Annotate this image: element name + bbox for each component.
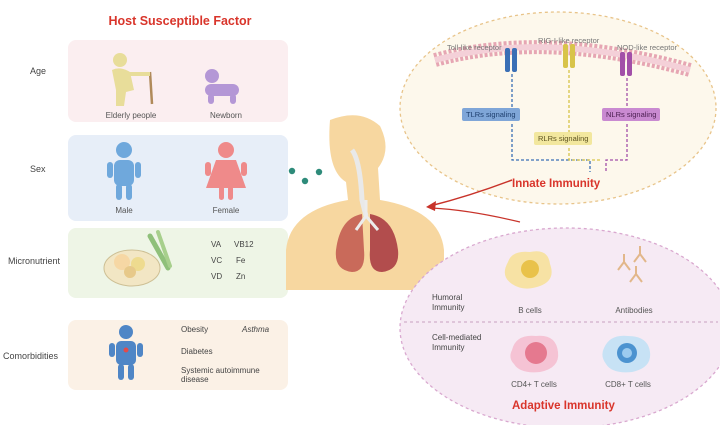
nutrient-fe: Fe	[236, 256, 246, 265]
elderly-person-icon	[112, 53, 154, 106]
rlr-signaling-box: RLRs signaling	[534, 132, 593, 145]
cd8-t-cell-icon	[602, 335, 651, 373]
comorbidity-asthma: Asthma	[242, 325, 270, 334]
caption-male: Male	[115, 206, 133, 215]
caption-cd8-t-cells: CD8+ T cells	[605, 380, 651, 389]
label-rig-i-like-receptor: RIG-I-like receptor	[538, 36, 600, 45]
caption-cd4-t-cells: CD4+ T cells	[511, 380, 557, 389]
nutrient-vd: VD	[211, 272, 223, 281]
innate-immunity-title: Innate Immunity	[512, 178, 601, 190]
nutrient-vc: VC	[211, 256, 223, 265]
adaptive-arrow	[431, 207, 521, 223]
food-basket-icon	[103, 230, 172, 287]
virus-particles	[288, 167, 323, 185]
adaptive-immunity-title: Adaptive Immunity	[512, 400, 615, 412]
cell-membrane	[433, 40, 692, 77]
nod-like-receptor-icon	[620, 52, 632, 76]
adaptive-immunity-region	[399, 227, 720, 425]
comorbidity-diabetes: Diabetes	[181, 347, 213, 356]
comorbidity-person-icon	[109, 325, 143, 380]
signaling-paths	[511, 70, 628, 172]
caption-b-cells: B cells	[518, 306, 542, 315]
sex-panel	[68, 135, 288, 221]
innate-arrow-head	[426, 201, 436, 211]
female-icon	[205, 142, 247, 200]
caption-elderly: Elderly people	[105, 111, 157, 120]
row-label-micronutrient: Micronutrient	[8, 256, 61, 266]
innate-arrow	[429, 179, 513, 207]
cell-mediated-immunity-label: Cell-mediated Immunity	[432, 333, 482, 352]
male-icon	[107, 142, 141, 200]
caption-antibodies: Antibodies	[615, 306, 653, 315]
tlr-signaling-box: TLRs signaling	[462, 108, 520, 121]
nlr-signaling-box: NLRs signaling	[602, 108, 661, 121]
label-toll-like-receptor: Toll-like receptor	[447, 43, 502, 52]
humoral-immunity-label: Humoral Immunity	[432, 293, 465, 312]
caption-newborn: Newborn	[209, 111, 242, 120]
cd4-t-cell-icon	[510, 335, 559, 373]
antibodies-icon	[617, 246, 647, 283]
caption-female: Female	[212, 206, 240, 215]
nutrient-va: VA	[211, 240, 222, 249]
nutrient-zn: Zn	[236, 272, 246, 281]
micronutrient-panel	[68, 228, 288, 298]
label-nod-like-receptor: NOD-like receptor	[617, 43, 678, 52]
age-panel	[68, 40, 288, 122]
comorbidity-obesity: Obesity	[181, 325, 209, 334]
newborn-icon	[205, 69, 239, 104]
lungs-icon	[335, 200, 399, 272]
row-label-sex: Sex	[30, 164, 46, 174]
host-factor-title: Host Susceptible Factor	[108, 14, 252, 28]
row-label-age: Age	[30, 66, 47, 76]
toll-like-receptor-icon	[505, 48, 517, 72]
comorbidity-systemic: Systemic autoimmune disease	[181, 366, 260, 384]
row-label-comorbidities: Comorbidities	[3, 351, 59, 361]
b-cell-icon	[504, 251, 552, 289]
nutrient-vb12: VB12	[234, 240, 254, 249]
rig-i-like-receptor-icon	[563, 44, 575, 68]
